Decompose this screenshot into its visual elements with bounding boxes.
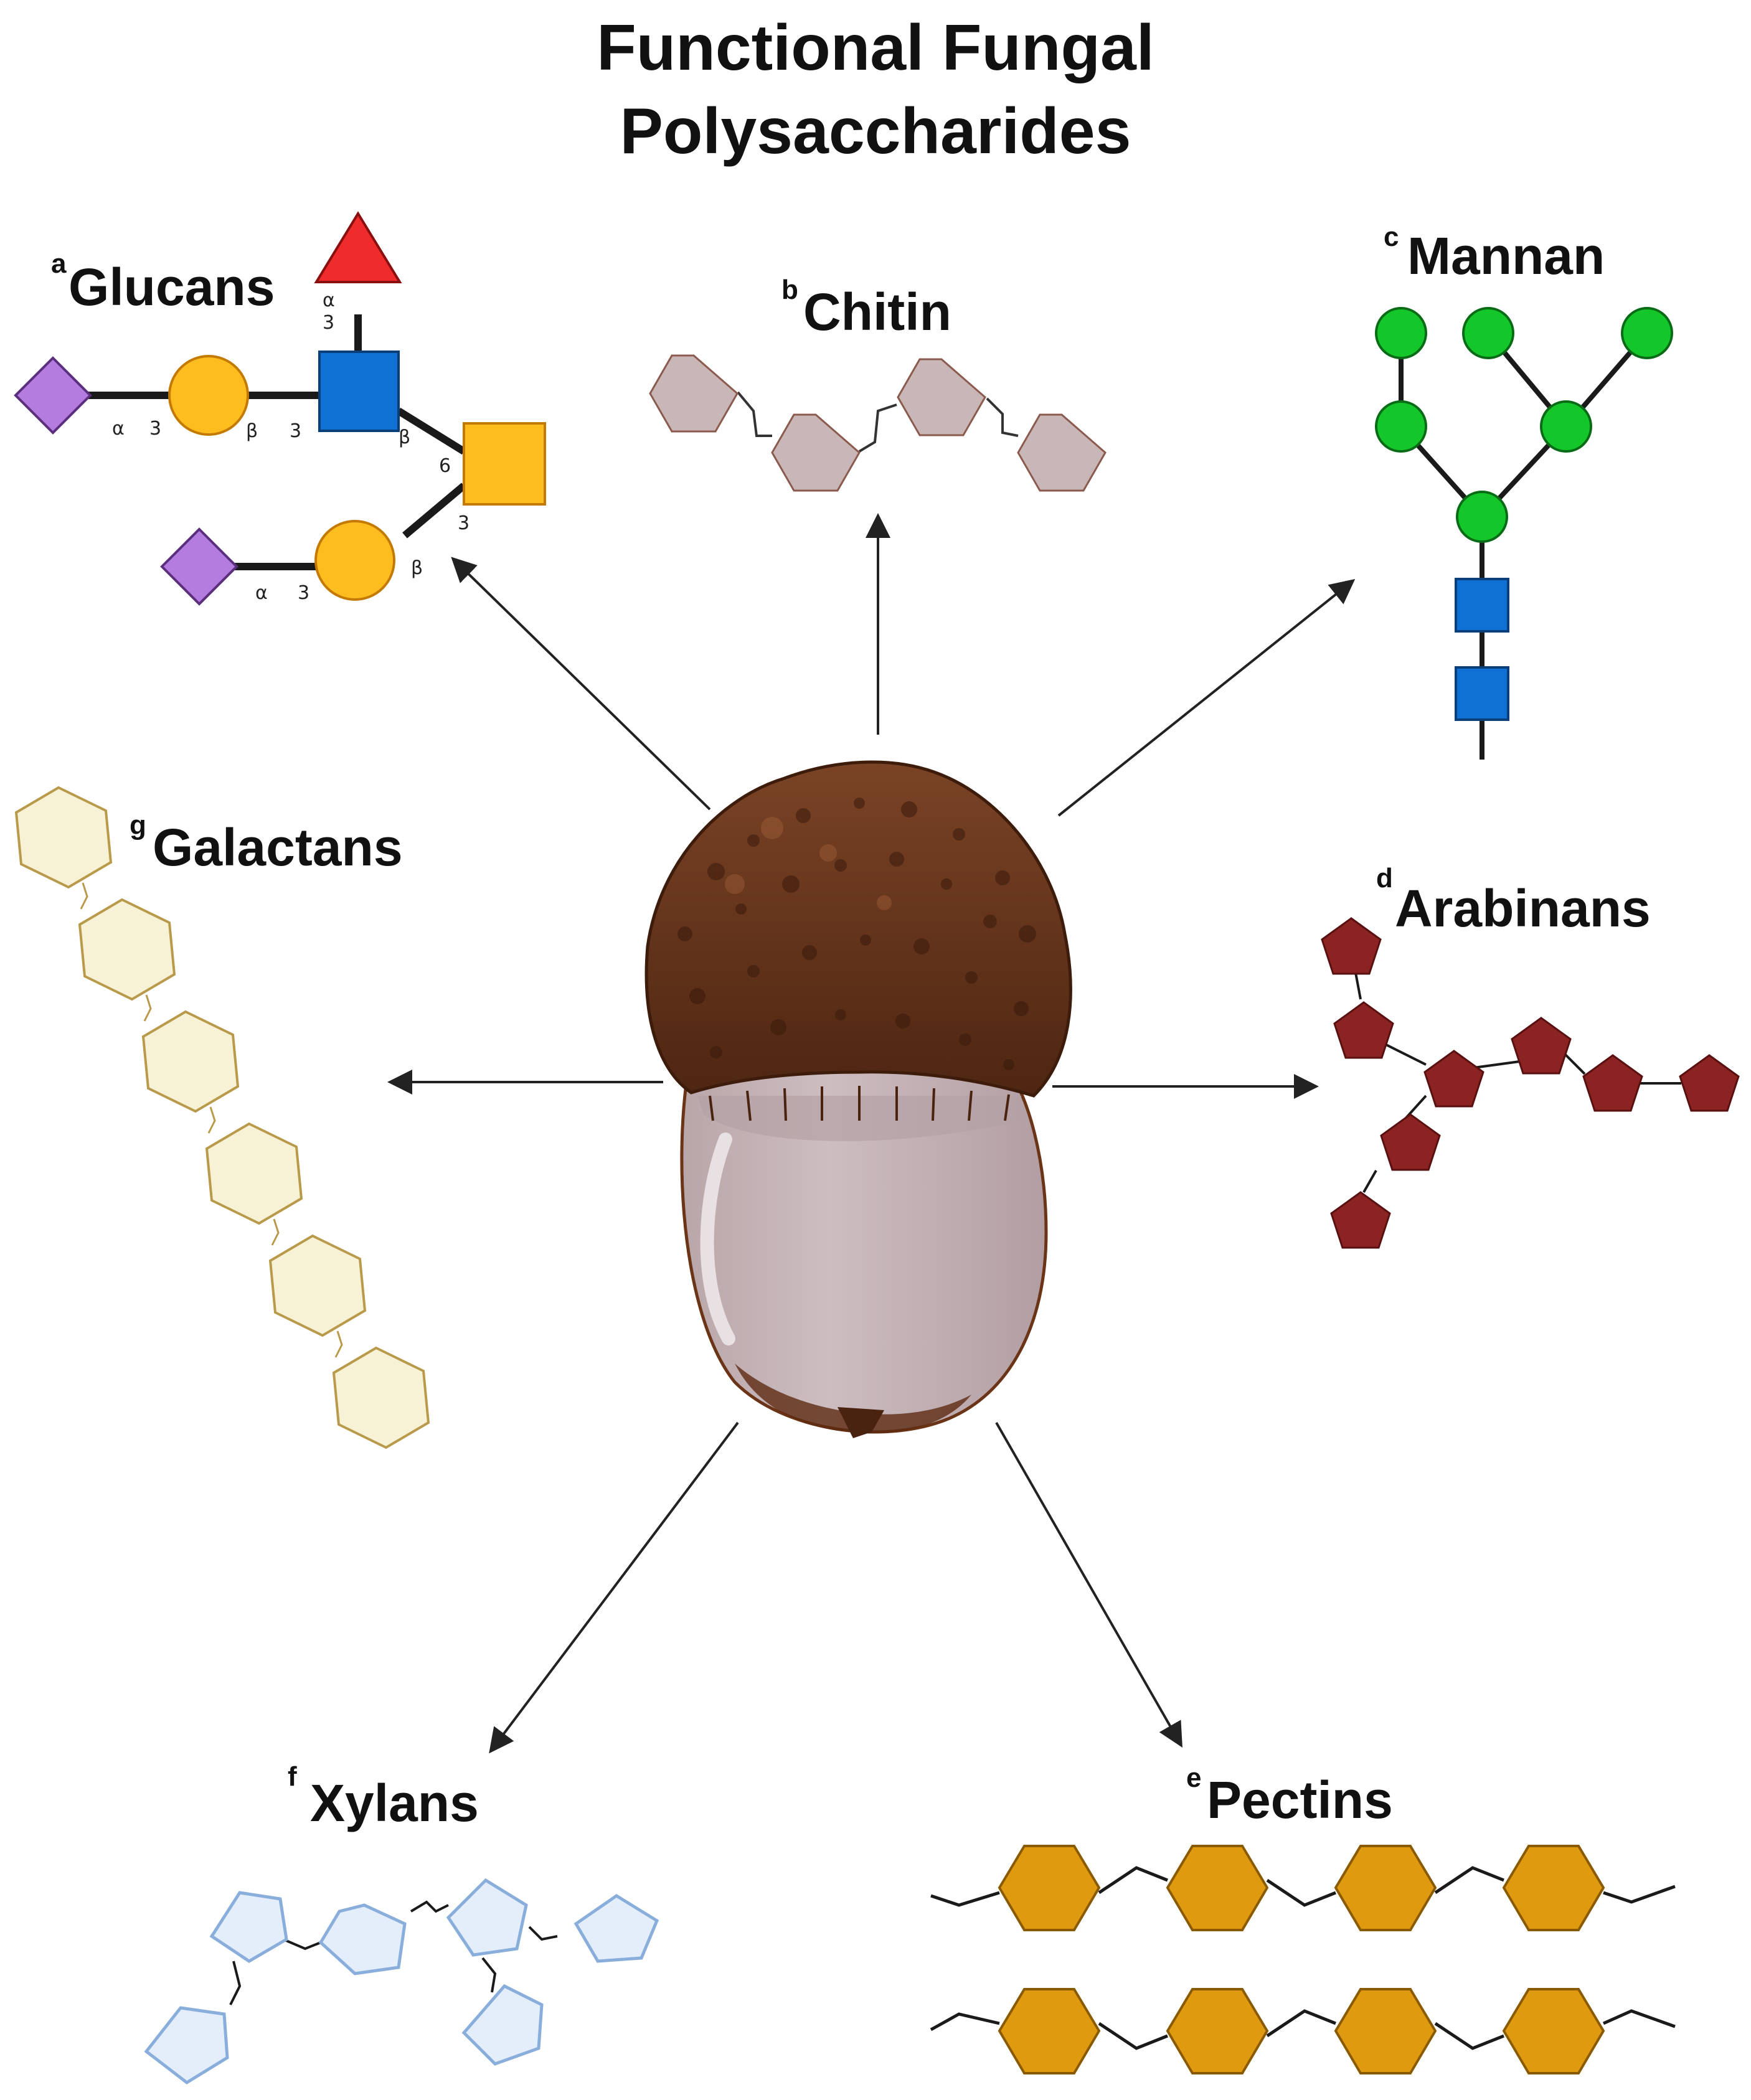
glucan-circle-1 (168, 355, 249, 436)
chitin-group: b Chitin (649, 275, 1107, 492)
arabinans-sup: d (1376, 863, 1393, 893)
arrow-to-glucans (451, 557, 711, 811)
xylan-pentagon-2 (318, 1903, 407, 1975)
link-beta-3: β (411, 557, 423, 579)
pectin-hexagon-2 (1166, 1845, 1269, 1931)
pectins-sup: e (1186, 1763, 1201, 1793)
arrow-to-pectins (995, 1422, 1182, 1748)
arrow-to-mannan (1057, 579, 1356, 817)
chitin-hexagon-3 (897, 358, 986, 436)
arabinan-pentagon-8 (1330, 1191, 1391, 1249)
chitin-hexagon-4 (1017, 413, 1107, 492)
pectin-hexagon-3 (1334, 1845, 1437, 1931)
mannan-square-1 (1455, 578, 1509, 633)
pectin-hexagon-5 (998, 1988, 1101, 2074)
arabinan-pentagon-5 (1582, 1054, 1643, 1112)
galactan-hexagon-6 (332, 1346, 430, 1449)
galactan-hexagon-4 (205, 1122, 303, 1225)
xylan-pentagon-1 (209, 1891, 288, 1963)
chitin-hexagon-1 (649, 354, 739, 433)
galactan-hexagon-3 (141, 1010, 240, 1113)
link-alpha-2: α (255, 582, 268, 604)
mushroom-icon (644, 760, 1072, 1438)
link-3-2: 3 (290, 420, 301, 442)
arabinans-group: d Arabinans (1321, 863, 1740, 1249)
link-3-1: 3 (149, 418, 161, 440)
xylan-pentagon-4 (573, 1894, 659, 1963)
xylan-pentagon-6 (461, 1984, 544, 2066)
mannan-circle-5 (1540, 400, 1592, 453)
link-6: 6 (439, 455, 451, 477)
link-alpha-1: α (112, 418, 125, 440)
glucan-diamond-1 (14, 356, 92, 435)
mannan-circle-4 (1375, 400, 1427, 453)
title-line-1: Functional Fungal (597, 12, 1154, 84)
pectin-hexagon-1 (998, 1845, 1101, 1931)
galactan-hexagon-2 (78, 898, 176, 1001)
mushroom-stem (680, 1069, 1048, 1434)
link-3-3: 3 (458, 512, 470, 534)
glucan-diamond-2 (160, 527, 238, 606)
galactan-hexagon-5 (268, 1234, 367, 1337)
mannan-label: Mannan (1407, 227, 1605, 285)
link-3-tri: 3 (323, 312, 334, 334)
chitin-sup: b (781, 275, 798, 305)
arabinan-pentagon-6 (1679, 1054, 1740, 1112)
galactans-sup: g (130, 810, 146, 840)
xylan-pentagon-5 (144, 2006, 229, 2085)
xylans-label: Xylans (310, 1774, 479, 1832)
glucans-group: a Glucans α 3 β 3 α 3 β 6 3 α 3 β (14, 211, 546, 606)
arabinan-pentagon-2 (1333, 1001, 1394, 1059)
chitin-hexagon-2 (771, 413, 861, 492)
glucans-sup: a (51, 248, 67, 279)
arrows (387, 513, 1356, 1754)
chitin-label: Chitin (803, 283, 951, 341)
arabinan-pentagon-3 (1423, 1050, 1484, 1108)
xylans-sup: f (288, 1761, 297, 1792)
arabinan-pentagon-7 (1380, 1113, 1441, 1171)
arabinan-pentagon-1 (1321, 917, 1382, 975)
pectin-hexagon-7 (1334, 1988, 1437, 2074)
mannan-group: c Mannan (1375, 222, 1673, 760)
arrow-to-xylans (489, 1421, 739, 1754)
link-alpha-tri: α (323, 290, 335, 311)
glucans-label: Glucans (68, 258, 275, 316)
xylan-pentagon-3 (446, 1878, 528, 1957)
glucan-circle-2 (314, 520, 395, 601)
pectin-hexagon-8 (1502, 1988, 1605, 2074)
glucan-triangle (314, 211, 402, 283)
galactans-label: Galactans (153, 818, 403, 877)
pectins-group: e Pectins (930, 1763, 1676, 2074)
xylans-group: f Xylans (144, 1761, 659, 2085)
title-line-2: Polysaccharides (620, 95, 1131, 167)
mannan-circle-6 (1456, 491, 1508, 543)
link-beta-2: β (399, 426, 410, 448)
pectin-hexagon-6 (1166, 1988, 1269, 2074)
arabinan-pentagon-4 (1511, 1017, 1572, 1075)
mannan-circle-1 (1375, 307, 1427, 359)
mannan-circle-3 (1621, 307, 1673, 359)
link-3-4: 3 (298, 582, 309, 604)
pectins-label: Pectins (1207, 1771, 1393, 1829)
mannan-circle-2 (1462, 307, 1514, 359)
arabinans-label: Arabinans (1395, 879, 1651, 938)
galactans-group: g Galactans (14, 786, 430, 1449)
glucan-yellow-square (463, 422, 546, 506)
mushroom-cap (644, 760, 1072, 1098)
galactan-hexagon-1 (14, 786, 113, 889)
pectin-hexagon-4 (1502, 1845, 1605, 1931)
mannan-square-2 (1455, 666, 1509, 721)
link-beta-1: β (246, 420, 258, 442)
glucan-blue-square (318, 351, 400, 432)
mannan-sup: c (1384, 222, 1399, 252)
